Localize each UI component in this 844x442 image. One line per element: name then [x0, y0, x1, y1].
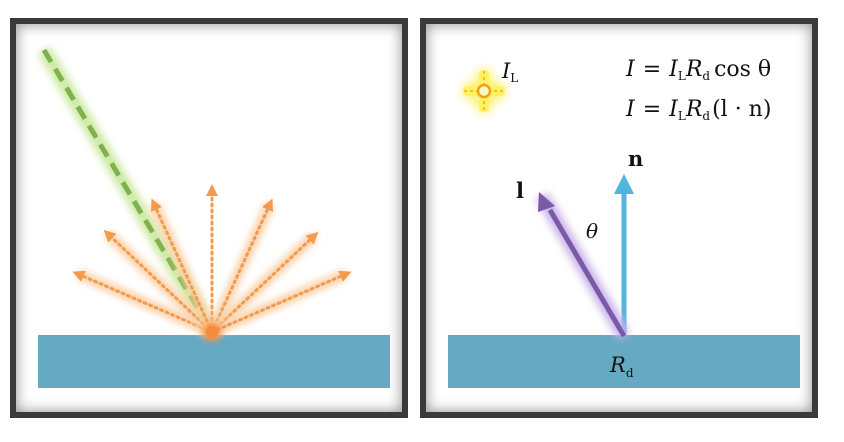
reflected-ray [210, 231, 319, 334]
reflected-rays [72, 184, 352, 338]
diffuse-reflectance-label: Rd [609, 353, 634, 380]
scattering-svg [37, 46, 390, 388]
reflected-ray [103, 229, 214, 334]
angle-theta-label: θ [586, 219, 598, 243]
light-vector-label: l [516, 178, 524, 203]
lambert-surface [448, 335, 800, 388]
light-vector [547, 208, 627, 338]
reflection-point-core [206, 326, 218, 338]
normal-label: n [628, 146, 643, 171]
scattering-panel-inner [16, 24, 402, 412]
light-source-icon [462, 69, 506, 113]
reflected-ray [210, 198, 273, 334]
formula-dot-product: I=ILRd(l · n) [625, 97, 771, 123]
light-intensity-label: IL [501, 59, 518, 85]
scattering-panel [10, 18, 408, 418]
reflecting-surface [38, 335, 390, 388]
reflected-ray [210, 270, 352, 334]
reflected-ray [72, 270, 214, 334]
incoming-ray [41, 48, 215, 334]
normal-vector-head [614, 174, 634, 194]
light-vector-head [538, 192, 555, 212]
reflected-ray [151, 198, 214, 334]
